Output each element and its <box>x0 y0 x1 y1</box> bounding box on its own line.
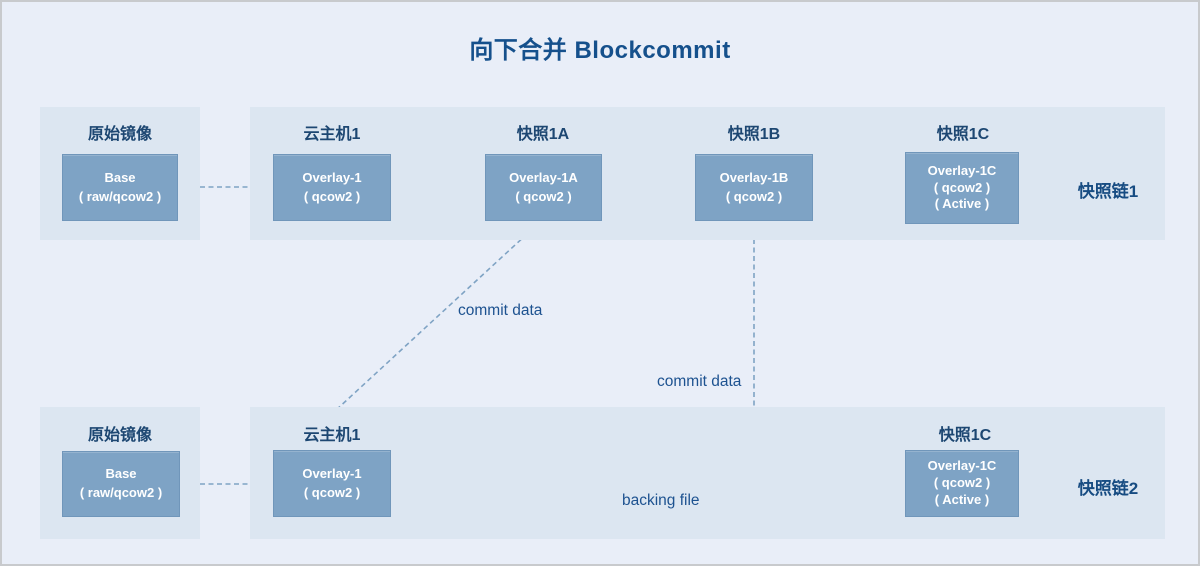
box-line: ( Active ) <box>934 491 990 507</box>
box-line: Base <box>104 169 136 185</box>
box-line: Overlay-1 <box>302 465 362 481</box>
box-line: Base <box>105 466 137 482</box>
base-box-chain2: Base ( raw/qcow2 ) <box>62 451 180 517</box>
snapshot1a-label: 快照1A <box>516 126 570 143</box>
box-line: ( Active ) <box>934 196 990 212</box>
box-line: ( qcow2 ) <box>303 484 361 500</box>
overlay1c-box-chain1: Overlay-1C ( qcow2 ) ( Active ) <box>905 152 1019 224</box>
commit-data-label-2: commit data <box>657 373 742 390</box>
box-line: ( raw/qcow2 ) <box>78 188 162 204</box>
box-line: Overlay-1A <box>509 169 578 185</box>
overlay1-box-chain1: Overlay-1 ( qcow2 ) <box>273 154 391 221</box>
panel-snapshot-chain1: 云主机1 快照1A 快照1B 快照1C Overlay-1 ( qcow2 ) … <box>250 107 1165 240</box>
original-image-label: 原始镜像 <box>87 427 153 444</box>
box-line: ( qcow2 ) <box>933 179 991 195</box>
commit-data-label-1: commit data <box>458 302 543 319</box>
box-line: Overlay-1B <box>719 169 789 185</box>
box-line: ( qcow2 ) <box>725 188 783 204</box>
box-line: Overlay-1C <box>927 458 997 474</box>
chain2-label: 快照链2 <box>1077 479 1139 498</box>
box-line: ( raw/qcow2 ) <box>79 485 163 500</box>
overlay1b-box: Overlay-1B ( qcow2 ) <box>695 154 813 221</box>
box-line: ( qcow2 ) <box>933 475 991 491</box>
snapshot1c-label: 快照1C <box>938 427 992 444</box>
box-line: ( qcow2 ) <box>515 188 572 204</box>
box-line: Overlay-1C <box>927 162 997 178</box>
overlay1c-box-chain2: Overlay-1C ( qcow2 ) ( Active ) <box>905 450 1019 517</box>
diagram-title: 向下合并 Blockcommit <box>469 37 731 64</box>
overlay1-box-chain2: Overlay-1 ( qcow2 ) <box>273 450 391 517</box>
cloud-host-label: 云主机1 <box>303 126 361 143</box>
snapshot1c-label: 快照1C <box>936 126 990 143</box>
panel-original-image-chain1: 原始镜像 Base ( raw/qcow2 ) <box>40 107 200 240</box>
chain1-label: 快照链1 <box>1077 182 1139 201</box>
backing-file-label: backing file <box>622 492 700 509</box>
panel-original-image-chain2: 原始镜像 Base ( raw/qcow2 ) <box>40 407 200 539</box>
panel-snapshot-chain2: 云主机1 快照1C Overlay-1 ( qcow2 ) Overlay-1C… <box>250 407 1165 539</box>
box-line: ( qcow2 ) <box>303 188 361 204</box>
cloud-host-label: 云主机1 <box>303 427 361 444</box>
base-box-chain1: Base ( raw/qcow2 ) <box>62 154 178 221</box>
overlay1a-box: Overlay-1A ( qcow2 ) <box>485 154 602 221</box>
box-line: Overlay-1 <box>302 169 362 185</box>
snapshot1b-label: 快照1B <box>727 126 781 143</box>
original-image-label: 原始镜像 <box>87 126 153 143</box>
